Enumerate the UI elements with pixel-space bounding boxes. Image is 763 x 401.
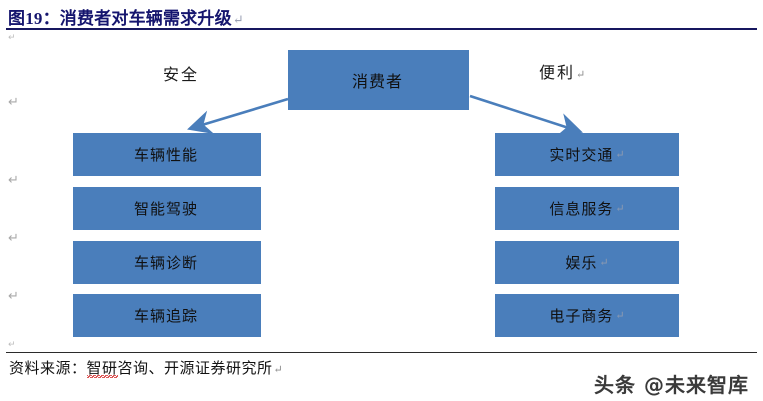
paragraph-mark-icon: ↵ — [8, 289, 19, 304]
node-left-3[interactable]: 车辆诊断 — [73, 241, 261, 284]
node-consumer[interactable]: 消费者 — [288, 50, 469, 110]
node-right-3-label: 娱乐 — [565, 256, 598, 272]
figure-title-text: 图19：消费者对车辆需求升级 — [8, 9, 232, 28]
paragraph-mark-icon: ↵ — [8, 340, 16, 350]
source-divider — [6, 352, 757, 353]
figure-title: 图19：消费者对车辆需求升级↵ — [8, 4, 244, 29]
source-prefix: 资料来源： — [9, 361, 87, 377]
paragraph-mark-icon: ↵ — [273, 364, 284, 376]
paragraph-mark-icon: ↵ — [599, 257, 609, 269]
source-rest: 咨询、开源证券研究所 — [117, 361, 273, 377]
node-left-4-label: 车辆追踪 — [133, 309, 198, 325]
arrow-to-safety-branch — [187, 97, 289, 135]
source-misspelled-term: 智研 — [86, 361, 118, 378]
node-right-4[interactable]: 电子商务↵ — [495, 294, 679, 337]
node-right-2[interactable]: 信息服务↵ — [495, 187, 679, 230]
branch-label-safety-text: 安全 — [163, 67, 200, 84]
node-consumer-label: 消费者 — [351, 74, 403, 91]
node-left-2-label: 智能驾驶 — [133, 202, 198, 218]
watermark: 头条 @未来智库 — [594, 373, 749, 397]
paragraph-mark-icon: ↵ — [8, 173, 19, 188]
node-left-2[interactable]: 智能驾驶 — [73, 187, 261, 230]
paragraph-mark-icon: ↵ — [8, 95, 19, 110]
branch-label-convenience-text: 便利 — [539, 65, 576, 82]
node-right-4-label: 电子商务 — [549, 309, 614, 325]
paragraph-mark-icon: ↵ — [232, 12, 244, 27]
arrow-to-convenience-branch — [469, 94, 583, 137]
paragraph-mark-icon: ↵ — [8, 231, 19, 246]
paragraph-mark-icon: ↵ — [615, 310, 625, 322]
node-left-4[interactable]: 车辆追踪 — [73, 294, 261, 337]
source-line: 资料来源：智研咨询、开源证券研究所↵ — [9, 357, 283, 378]
paragraph-mark-icon: ↵ — [615, 149, 625, 161]
node-right-2-label: 信息服务 — [549, 202, 614, 218]
paragraph-mark-icon: ↵ — [615, 203, 625, 215]
paragraph-mark-icon: ↵ — [8, 33, 16, 43]
node-right-3[interactable]: 娱乐↵ — [495, 241, 679, 284]
node-left-1[interactable]: 车辆性能 — [73, 133, 261, 176]
node-left-1-label: 车辆性能 — [133, 148, 198, 164]
node-left-3-label: 车辆诊断 — [133, 256, 198, 272]
node-right-1[interactable]: 实时交通↵ — [495, 133, 679, 176]
paragraph-mark-icon: ↵ — [576, 69, 586, 81]
branch-label-convenience: 便利↵ — [539, 59, 585, 83]
title-divider — [6, 28, 757, 30]
node-right-1-label: 实时交通 — [549, 148, 614, 164]
branch-label-safety: 安全 — [163, 61, 200, 85]
